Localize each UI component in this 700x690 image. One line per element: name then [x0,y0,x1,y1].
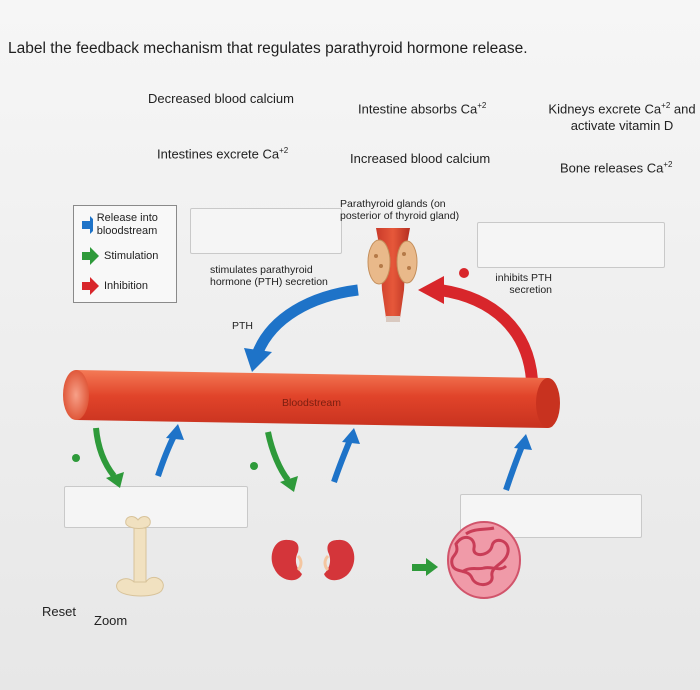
label-chip-intestines-excrete-calcium[interactable]: Intestines excrete Ca+2 [157,142,288,162]
chip-superscript: +2 [663,160,673,169]
bone-stimulation-arrow [93,427,124,488]
chip-superscript: +2 [661,101,671,110]
label-chip-increased-blood-calcium[interactable]: Increased blood calcium [350,150,490,167]
green-dot-icon [250,462,258,470]
legend-item-inhibition: Inhibition [80,276,148,296]
chip-text: Kidneys excrete Ca [548,101,662,117]
red-dot-icon [459,268,469,278]
drop-target-bone[interactable] [64,486,248,528]
kidney-stimulation-arrow [265,431,298,492]
red-arrow-icon [82,277,99,295]
pth-release-arrow [244,284,359,372]
green-dot-icon [72,454,80,462]
bone-illustration [116,516,164,597]
bloodstream-label: Bloodstream [282,397,341,409]
reset-button[interactable]: Reset [42,604,76,619]
stimulates-pth-label: stimulates parathyroid hormone (PTH) sec… [210,264,328,288]
chip-text: and [673,101,696,117]
label-chip-intestine-absorbs-calcium[interactable]: Intestine absorbs Ca+2 [358,97,486,117]
question-title: Label the feedback mechanism that regula… [8,40,528,57]
bone-release-arrow [155,424,184,477]
chip-text: Intestine absorbs Ca [358,101,478,117]
chip-text: Intestines excrete Ca [157,146,280,162]
kidney-release-arrow [331,428,360,483]
label-chip-bone-releases-calcium[interactable]: Bone releases Ca+2 [560,156,672,176]
inhibition-arrow [418,276,538,381]
chip-text: Decreased blood calcium [148,91,294,106]
legend-label: Release into bloodstream [96,212,158,237]
chip-superscript: +2 [477,101,487,110]
legend-label: Inhibition [104,279,149,292]
chip-superscript: +2 [279,146,289,155]
legend-label: Stimulation [104,249,159,262]
kidney-to-intestine-arrow [412,558,438,576]
inhibits-pth-label: inhibits PTH secretion [495,272,552,296]
chip-text-line2: activate vitamin D [570,118,674,134]
chip-text: Bone releases Ca [560,160,664,176]
green-arrow-icon [82,247,99,265]
bloodstream-vessel [63,370,560,428]
intestine-illustration [447,521,521,599]
zoom-button[interactable]: Zoom [94,613,128,628]
chip-text: Increased blood calcium [350,151,491,166]
label-chip-kidneys-excrete-calcium[interactable]: Kidneys excrete Ca+2 and activate vitami… [546,97,698,134]
legend-item-release: Release into bloodstream [80,212,176,238]
legend-item-stimulation: Stimulation [80,246,158,266]
pth-label: PTH [232,320,253,332]
legend: Release into bloodstream Stimulation Inh… [73,205,177,303]
drop-target-top-right[interactable] [477,222,665,268]
blue-arrow-icon [82,216,93,234]
kidneys-illustration [271,539,355,581]
intestine-release-arrow [503,434,532,491]
drop-target-top-left[interactable] [190,208,342,254]
parathyroid-gland-illustration [367,228,418,322]
label-chip-decreased-blood-calcium[interactable]: Decreased blood calcium [148,90,294,107]
parathyroid-label: Parathyroid glands (on posterior of thyr… [340,198,460,222]
